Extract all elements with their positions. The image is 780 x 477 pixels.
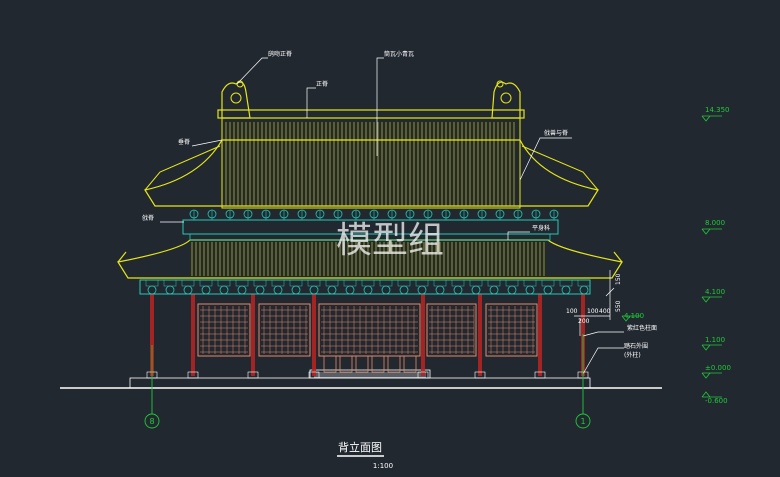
door-arch xyxy=(403,355,417,373)
lower-roof xyxy=(117,239,623,295)
column xyxy=(150,294,154,376)
upper-roof-tiles xyxy=(225,122,515,206)
lattice-panel xyxy=(258,303,311,357)
drawing-scale: 1:100 xyxy=(373,462,393,470)
column-base xyxy=(187,371,199,379)
axis-label-8: 8 xyxy=(149,417,154,426)
dimension-lines xyxy=(574,270,615,336)
lattice-panel xyxy=(318,303,421,357)
column xyxy=(478,294,482,376)
dim-550: 550 xyxy=(615,300,622,312)
ridge-ornament-left xyxy=(221,80,251,119)
callout-tiles: 筒瓦小青瓦 xyxy=(384,50,414,58)
door-arch xyxy=(323,355,337,373)
upper-roof xyxy=(144,80,599,209)
lattice-panels xyxy=(197,303,538,373)
door-arch xyxy=(371,355,385,373)
level-14350: 14.350 xyxy=(705,106,730,114)
column xyxy=(538,294,542,376)
column-base xyxy=(247,371,259,379)
axis-lines xyxy=(144,334,591,429)
callout-bracket: 平身科 xyxy=(532,224,550,232)
column-base xyxy=(474,371,486,379)
callout-hip-beast: 戗兽与脊 xyxy=(544,129,568,137)
callout-leaders xyxy=(160,57,624,375)
door-arch xyxy=(387,355,401,373)
column xyxy=(421,294,425,376)
dim-100-a: 100 xyxy=(566,308,578,315)
callout-hanging-ridge: 垂脊 xyxy=(178,138,190,146)
front-steps xyxy=(314,372,426,378)
column xyxy=(312,294,316,376)
level-minus-0600: -0.600 xyxy=(705,397,728,405)
ridge-ornament-right xyxy=(491,80,521,119)
dim-400: 400 xyxy=(599,308,611,315)
callout-outer-column: (外柱) xyxy=(624,351,641,359)
column-base xyxy=(308,371,320,379)
upper-bracket-band xyxy=(182,209,559,241)
lattice-panel xyxy=(485,303,538,357)
callout-step: 踏石外围 xyxy=(624,342,648,350)
door-arch xyxy=(355,355,369,373)
lattice-panel xyxy=(197,303,251,357)
level-markers xyxy=(621,115,722,398)
lower-roof-tiles xyxy=(191,242,545,276)
dim-100-b: 100 xyxy=(587,308,599,315)
column-base xyxy=(417,371,429,379)
ground xyxy=(60,369,662,389)
level-8000: 8.000 xyxy=(705,219,725,227)
dim-150: 150 xyxy=(615,273,622,285)
door-arch xyxy=(339,355,353,373)
callout-main-ridge: 正脊 xyxy=(316,80,328,88)
lattice-panel xyxy=(426,303,477,357)
watermark: 模型组 xyxy=(336,220,444,261)
column xyxy=(191,294,195,376)
level-4100: 4.100 xyxy=(705,288,725,296)
level-0000: ±0.000 xyxy=(705,364,731,372)
dim-200: 200 xyxy=(578,318,590,325)
callout-chiwen: 鸱吻正脊 xyxy=(268,50,292,58)
column xyxy=(251,294,255,376)
level-local-4100: 4.100 xyxy=(624,312,644,320)
columns xyxy=(146,294,589,379)
level-1100: 1.100 xyxy=(705,336,725,344)
upper-brackets xyxy=(189,209,559,220)
axis-label-1: 1 xyxy=(580,417,585,426)
drawing-title: 背立面图 xyxy=(338,440,382,454)
callout-hip-ridge: 戗脊 xyxy=(142,214,154,222)
callout-column-face: 紫红色柱面 xyxy=(627,324,657,332)
lower-brackets xyxy=(145,279,591,295)
column-base xyxy=(534,371,546,379)
